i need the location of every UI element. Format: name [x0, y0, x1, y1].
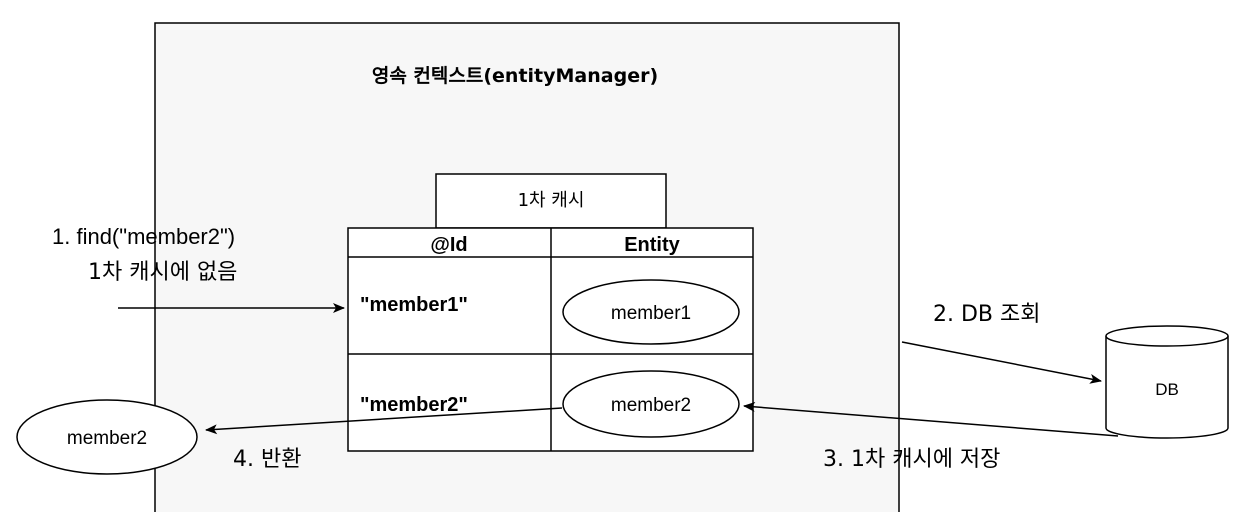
row-1-entity: member1 [611, 303, 691, 324]
row-2-entity: member2 [611, 395, 691, 416]
cache-label-box [435, 173, 667, 229]
db-cylinder-body [1105, 336, 1229, 439]
step-2-label: 2. DB 조회 [933, 302, 1041, 327]
row-1-entity-ellipse [562, 279, 740, 345]
step-1-label: 1. find("member2") [52, 224, 235, 249]
context-title: 영속 컨텍스트(entityManager) [372, 65, 658, 87]
step-4-label: 4. 반환 [233, 447, 301, 472]
store-arrow [743, 401, 1119, 437]
row-2-entity-ellipse [562, 370, 740, 438]
step-3-label: 3. 1차 캐시에 저장 [823, 447, 1000, 472]
step-1-sublabel: 1차 캐시에 없음 [88, 260, 237, 285]
db-cylinder-top [1105, 325, 1229, 347]
db-query-arrow [901, 341, 1102, 384]
result-label: member2 [67, 428, 147, 449]
header-entity: Entity [624, 234, 680, 256]
header-id: @Id [430, 234, 467, 256]
row-1-id: "member1" [360, 294, 468, 316]
cache-label: 1차 캐시 [518, 190, 585, 211]
db-label: DB [1155, 380, 1179, 399]
cache-table: @Id Entity "member1" member1 "member2" m… [347, 227, 754, 452]
return-arrow [205, 407, 563, 435]
row-2-id: "member2" [360, 394, 468, 416]
result-ellipse [16, 399, 198, 475]
db-cylinder: DB [1105, 325, 1229, 439]
